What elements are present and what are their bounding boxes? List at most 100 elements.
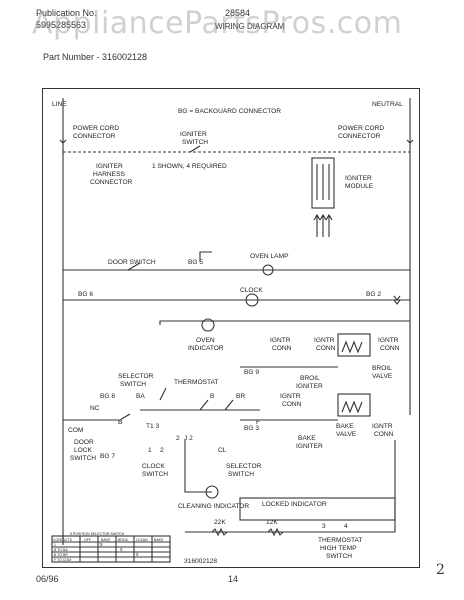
bake-igniter-1: BAKE xyxy=(298,435,316,442)
clock-switch-2: SWITCH xyxy=(142,471,168,478)
terminal-3: 3 xyxy=(322,523,326,530)
clock-label: CLOCK xyxy=(240,287,263,294)
door-lock-3: SWITCH xyxy=(70,455,96,462)
neutral-label: NEUTRAL xyxy=(372,101,403,108)
igntr-conn-c-2: CONN xyxy=(380,345,400,352)
door-switch-symbol xyxy=(127,262,141,271)
clock-switch-1: CLOCK xyxy=(142,463,165,470)
terminal-nc: NC xyxy=(90,405,100,412)
cleaning-indicator-symbol xyxy=(205,485,219,499)
bg2-label: BG 2 xyxy=(366,291,381,298)
broil-igniter-2: IGNITER xyxy=(296,383,323,390)
igniter-harness-3: CONNECTOR xyxy=(90,179,133,186)
selector-switch2-2: SWITCH xyxy=(228,471,254,478)
igntr-conn-a-2: CONN xyxy=(272,345,292,352)
igniter-module-2: MODULE xyxy=(345,183,374,190)
cleaning-indicator-label: CLEANING INDICATOR xyxy=(178,503,249,510)
bg2-connector xyxy=(393,295,401,305)
table-r0: 1 xyxy=(54,543,56,547)
terminal-4: 4 xyxy=(344,523,348,530)
terminal-cl: CL xyxy=(218,447,227,454)
terminal-2b: 2 xyxy=(176,435,180,442)
table-r2: B TO BR xyxy=(54,553,68,557)
line-label: LINE xyxy=(52,101,67,108)
oven-lamp-symbol xyxy=(262,264,274,276)
thermostat-ht-2: HIGH TEMP xyxy=(320,545,357,552)
door-lock-2: LOCK xyxy=(74,447,93,454)
bg9-label: BG 9 xyxy=(244,369,259,376)
table-h4: CLEAN xyxy=(136,538,148,542)
corner-mark: 2 xyxy=(436,562,445,578)
selector-table: 5 POSITION SELECTOR SWITCH CONTACTS OFF … xyxy=(51,532,171,563)
table-h1: OFF xyxy=(84,538,91,542)
thermostat-ht-3: SWITCH xyxy=(326,553,352,560)
terminal-b2: B xyxy=(118,419,123,426)
table-r3: F TO COM xyxy=(54,558,71,562)
selector-switch-1: SELECTOR xyxy=(118,373,154,380)
bg5-label: BG 5 xyxy=(188,259,203,266)
terminal-b: B xyxy=(210,393,215,400)
broil-igniter-1: BROIL xyxy=(300,375,320,382)
selector-switch2-1: SELECTOR xyxy=(226,463,262,470)
table-h2: BAKE xyxy=(101,538,111,542)
bg5-arrow xyxy=(199,251,212,262)
clock-motor-symbol xyxy=(245,293,259,307)
igntr-conn-e-2: CONN xyxy=(374,431,394,438)
igniter-harness-1: IGNITER xyxy=(96,163,123,170)
broil-valve-2: VALVE xyxy=(372,373,393,380)
shown-required-note: 1 SHOWN, 4 REQUIRED xyxy=(152,163,227,170)
resistor-12k: 12K xyxy=(266,519,278,526)
bake-valve-1: BAKE xyxy=(336,423,354,430)
terminal-1: 1 xyxy=(148,447,152,454)
thermostat-ht-1: THERMOSTAT xyxy=(318,537,362,544)
publication-label: Publication No. xyxy=(36,8,97,18)
bg8-label: BG 8 xyxy=(100,393,115,400)
table-h0: CONTACTS xyxy=(53,538,73,542)
bg6-label: BG 6 xyxy=(78,291,93,298)
bake-valve-2: VALVE xyxy=(336,431,357,438)
door-lock-1: DOOR xyxy=(74,439,94,446)
door-switch-label: DOOR SWITCH xyxy=(108,259,156,266)
igniter-module-box xyxy=(311,157,335,209)
diagram-title: WIRING DIAGRAM xyxy=(215,22,285,31)
bake-valve-box xyxy=(337,393,371,417)
igniter-switch-symbol xyxy=(189,145,201,153)
broil-valve-box xyxy=(337,333,371,357)
footer-page: 14 xyxy=(228,574,239,584)
watermark: AppliancePartsPros.com xyxy=(32,6,403,41)
terminal-2: 2 xyxy=(160,447,164,454)
bg7-label: BG 7 xyxy=(100,453,115,460)
igntr-conn-d-1: IGNTR xyxy=(280,393,301,400)
publication-number: 5995285563 xyxy=(36,20,87,30)
table-title: 5 POSITION SELECTOR SWITCH xyxy=(70,532,125,536)
diagram-frame xyxy=(42,88,420,568)
table-h5: BAKE xyxy=(154,538,164,542)
footer-date: 06/96 xyxy=(36,574,59,584)
igntr-conn-e-1: IGNTR xyxy=(372,423,393,430)
model-number: 28584 xyxy=(225,8,251,18)
resistor-22k: 22K xyxy=(214,519,226,526)
igntr-conn-a-1: IGNTR xyxy=(270,337,291,344)
power-cord-right-1: POWER CORD xyxy=(338,125,384,132)
oven-indicator-2: INDICATOR xyxy=(188,345,224,352)
terminal-com: COM xyxy=(68,427,83,434)
power-cord-left-2: CONNECTOR xyxy=(73,133,116,140)
power-cord-left-1: POWER CORD xyxy=(73,125,119,132)
table-r1: B TO BA xyxy=(54,548,68,552)
oven-indicator-symbol xyxy=(201,318,215,332)
locked-indicator-label: LOCKED INDICATOR xyxy=(262,501,327,508)
terminal-t13: T1 3 xyxy=(146,423,160,430)
terminal-j2: J 2 xyxy=(184,435,193,442)
table-h3: BROIL xyxy=(118,538,129,542)
bake-igniter-2: IGNITER xyxy=(296,443,323,450)
igntr-conn-d-2: CONN xyxy=(282,401,302,408)
svg-text:x: x xyxy=(120,547,123,553)
selector-switch-2: SWITCH xyxy=(120,381,146,388)
igniter-harness-2: HARNESS xyxy=(93,171,125,178)
terminal-ba: BA xyxy=(136,393,145,400)
diagram-number: 316002128 xyxy=(184,558,217,565)
igntr-conn-c-1: IGNTR xyxy=(378,337,399,344)
igniter-switch-2: SWITCH xyxy=(182,139,208,146)
thermostat-label: THERMOSTAT xyxy=(174,379,218,386)
